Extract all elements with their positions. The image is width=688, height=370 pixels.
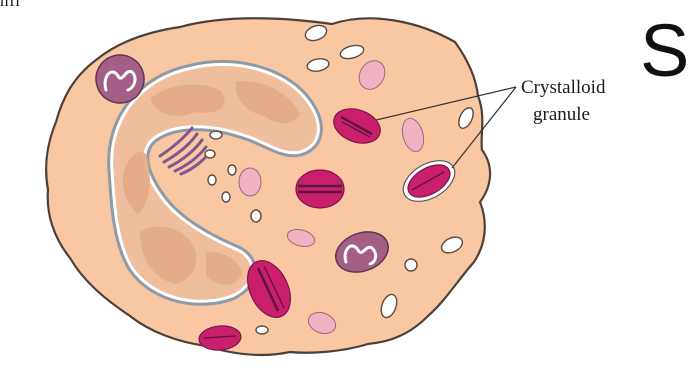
label-granule: granule: [533, 104, 590, 126]
cropped-caption-text: nil: [0, 0, 21, 11]
label-crystalloid: Crystalloid: [521, 77, 605, 99]
crystalloid-granule: [296, 170, 344, 208]
slide-letter: S: [640, 14, 688, 88]
